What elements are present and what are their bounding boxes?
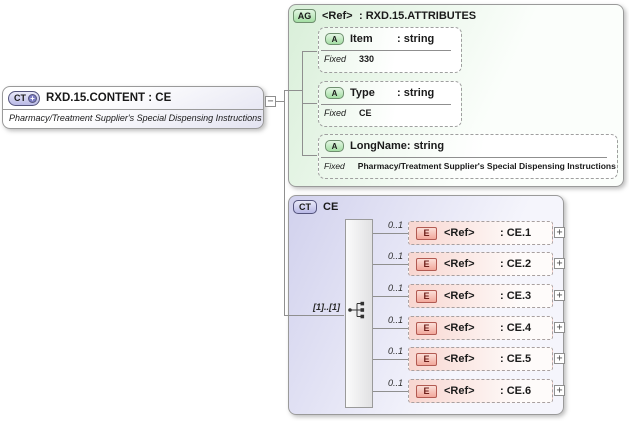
expand-icon[interactable]: + [554,385,565,396]
element-badge-icon: E [416,226,437,240]
collapse-icon[interactable]: − [265,96,276,107]
cardinality-label: 0..1 [387,378,403,388]
element-connector-line [373,296,408,297]
attribute-stub-line [302,155,317,156]
cardinality-label: 0..1 [387,346,403,356]
fixed-label: Fixed [324,108,347,118]
attributes-group-name: <Ref> [322,10,353,22]
element-badge-icon: E [416,384,437,398]
fixed-label: Fixed [324,54,347,64]
element-name: <Ref> [444,385,475,397]
attribute-type: : string [397,87,435,99]
attribute-name: Item [350,33,373,45]
element-connector-line [373,391,408,392]
fixed-value: Pharmacy/Treatment Supplier's Special Di… [357,161,616,171]
expand-icon[interactable]: + [554,227,565,238]
attribute-type: : string [397,33,435,45]
attribute-stub-line [302,103,317,104]
sequence-icon [348,301,365,319]
element-ref-ce6[interactable]: E <Ref> : CE.6 [408,379,553,403]
element-badge-icon: E [416,257,437,271]
attribute-group-badge: AG [293,9,316,23]
element-name: <Ref> [444,353,475,365]
attribute-longname[interactable]: A LongName : string Fixed Pharmacy/Treat… [318,134,618,179]
attribute-divider [321,104,451,105]
attribute-badge-icon: A [325,87,344,99]
element-name: <Ref> [444,258,475,270]
attribute-badge-icon: A [325,140,344,152]
attribute-divider [321,50,451,51]
cardinality-label: 0..1 [387,251,403,261]
element-badge-icon: E [416,352,437,366]
cardinality-label: 0..1 [387,283,403,293]
element-type: : CE.3 [500,290,532,302]
expand-icon[interactable]: + [554,353,565,364]
element-ref-ce1[interactable]: E <Ref> : CE.1 [408,221,553,245]
element-type: : CE.1 [500,227,532,239]
content-node-header: CT + RXD.15.CONTENT : CE [3,87,263,109]
fixed-value: 330 [359,54,375,64]
element-ref-ce3[interactable]: E <Ref> : CE.3 [408,284,553,308]
attribute-item[interactable]: A Item : string Fixed 330 [318,27,462,73]
complex-type-ce-box[interactable]: CT CE 0..1 0..1 0..1 0..1 0..1 0..1 E <R… [288,195,565,415]
attributes-group-type: : RXD.15.ATTRIBUTES [359,10,477,22]
element-name: <Ref> [444,322,475,334]
plus-circle-icon: + [28,93,37,103]
element-ref-ce4[interactable]: E <Ref> : CE.4 [408,316,553,340]
attribute-badge-icon: A [325,33,344,45]
element-badge-icon: E [416,289,437,303]
cardinality-label: 0..1 [387,220,403,230]
content-node-subtitle: Pharmacy/Treatment Supplier's Special Di… [9,113,262,123]
content-node-divider [3,109,263,110]
element-type: : CE.6 [500,385,532,397]
element-connector-line [373,359,408,360]
element-ref-ce5[interactable]: E <Ref> : CE.5 [408,347,553,371]
content-node-title: RXD.15.CONTENT : CE [46,92,172,104]
element-ref-ce2[interactable]: E <Ref> : CE.2 [408,252,553,276]
element-connector-line [373,233,408,234]
sequence-compositor-bar[interactable] [345,219,373,408]
fixed-label: Fixed [324,161,345,171]
element-type: : CE.4 [500,322,532,334]
expand-icon[interactable]: + [554,290,565,301]
attribute-name: LongName [350,140,407,152]
connector-trunk-line [284,90,285,316]
attribute-type-attr[interactable]: A Type : string Fixed CE [318,81,462,127]
element-type: : CE.2 [500,258,532,270]
fixed-value: CE [359,108,372,118]
element-connector-line [373,264,408,265]
element-badge-icon: E [416,321,437,335]
element-name: <Ref> [444,290,475,302]
type-cardinality-label: [1]..[1] [313,302,340,312]
attributes-group-box[interactable]: AG <Ref> : RXD.15.ATTRIBUTES A Item : st… [288,4,624,187]
element-connector-line [373,328,408,329]
connector-line [284,315,344,316]
expand-icon[interactable]: + [554,258,565,269]
connector-line [284,90,302,91]
attribute-type: : string [406,140,445,152]
attribute-name: Type [350,87,375,99]
complex-type-badge: CT + [8,90,40,106]
element-type: : CE.5 [500,353,532,365]
attribute-stub-line [302,51,317,52]
complex-type-ce-header: CT CE [289,196,563,218]
complex-type-badge-label: CT [14,93,26,103]
complex-type-name: CE [323,201,339,213]
expand-icon[interactable]: + [554,322,565,333]
content-node[interactable]: CT + RXD.15.CONTENT : CE Pharmacy/Treatm… [2,86,264,129]
connector-line [276,101,285,102]
attributes-group-header: AG <Ref> : RXD.15.ATTRIBUTES [289,5,623,27]
element-name: <Ref> [444,227,475,239]
complex-type-badge: CT [293,200,317,214]
cardinality-label: 0..1 [387,315,403,325]
attribute-divider [321,157,607,158]
